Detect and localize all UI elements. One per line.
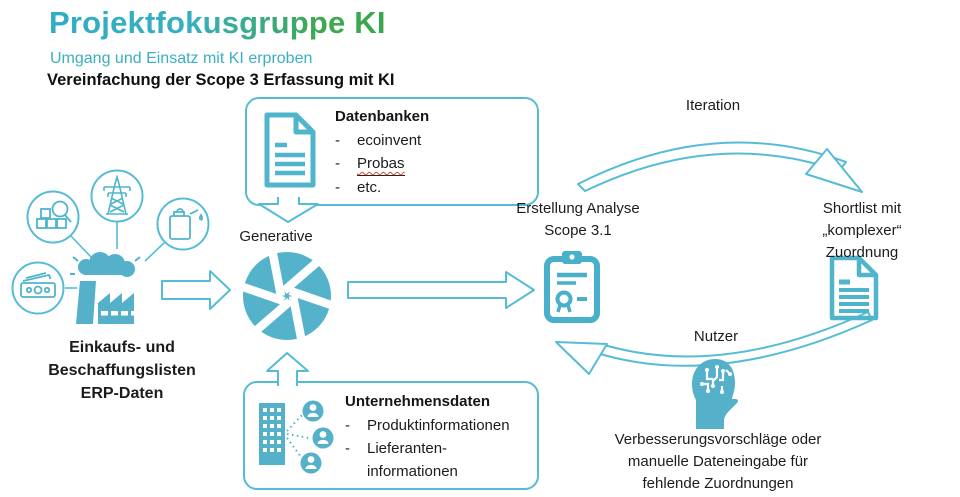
list-item: - etc. [335, 179, 382, 196]
page-title: Projektfokusgruppe KI [49, 5, 386, 40]
list-item: - Lieferanten- informationen [345, 440, 458, 480]
arrow-sources-to-generative [161, 270, 231, 310]
list-item: - Produktinformationen [345, 417, 510, 434]
aperture-icon [241, 250, 333, 342]
power-pylon-icon [90, 169, 144, 223]
ai-head-icon [692, 359, 739, 429]
company-list: - Produktinformationen - Lieferanten- in… [345, 414, 510, 483]
analysis-label: Erstellung Analyse Scope 3.1 [516, 200, 640, 239]
certificate-clipboard-icon [544, 251, 600, 323]
oil-can-icon [156, 197, 210, 251]
section-heading: Vereinfachung der Scope 3 Erfassung mit … [47, 71, 395, 89]
list-item: - ecoinvent [335, 132, 422, 149]
banknotes-icon [11, 261, 65, 315]
company-network-icon [259, 400, 334, 474]
iteration-label: Iteration [685, 97, 741, 114]
document-icon [829, 255, 879, 321]
databases-list: - ecoinvent - Probas - etc. [335, 129, 421, 199]
document-icon [264, 112, 316, 188]
erp-sources-label: Einkaufs- und Beschaffungslisten ERP-Dat… [48, 339, 196, 402]
arrow-generative-to-analysis [347, 271, 535, 309]
company-box-title: Unternehmensdaten [345, 393, 491, 410]
page-subtitle: Umgang und Einsatz mit KI erproben [50, 50, 313, 67]
list-item: - Probas [335, 152, 421, 176]
person-icon [300, 400, 334, 474]
factory-icon [70, 252, 141, 324]
company-box: Unternehmensdaten - Produktinformationen… [243, 381, 539, 490]
packages-inspection-icon [26, 190, 80, 244]
shortlist-label: Shortlist mit „komplexer“ Zuordnung [822, 200, 902, 261]
feedback-label: Verbesserungsvorschläge oder manuelle Da… [614, 431, 822, 492]
databases-box: Datenbanken - ecoinvent - Probas - etc. [245, 97, 539, 206]
iteration-curved-arrow [577, 141, 863, 193]
user-label: Nutzer [693, 328, 739, 345]
generative-label: Generative [239, 228, 313, 245]
databases-box-title: Datenbanken [335, 108, 430, 125]
